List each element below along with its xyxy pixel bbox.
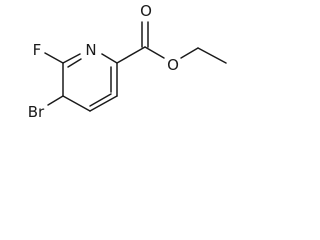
- ester-oxygen-label: O: [167, 56, 179, 74]
- bond-c6-n: [62, 53, 81, 64]
- nitrogen-label: N: [85, 41, 96, 59]
- bond-c3-c4: [89, 95, 118, 112]
- bond-c4-c5: [62, 95, 91, 112]
- carbonyl-oxygen-label: O: [140, 2, 152, 20]
- bonds: [44, 21, 227, 112]
- bond-n-c2: [101, 53, 118, 64]
- bromine-label: Br: [28, 103, 45, 121]
- bond-c5-br: [47, 95, 64, 106]
- bond-c3-c4-inner: [89, 93, 112, 107]
- bond-c6-f: [44, 52, 64, 64]
- bond-ch2-ch3: [197, 47, 227, 64]
- atom-labels: N F Br O O: [28, 2, 179, 121]
- bond-ester-o-ch2: [180, 47, 199, 59]
- bond-c6-n-inner: [67, 58, 82, 68]
- fluorine-label: F: [33, 41, 42, 59]
- chemical-structure: N F Br O O: [28, 2, 227, 121]
- bond-c2-carbonyl: [116, 46, 146, 64]
- bond-carbonyl-ester-o: [144, 46, 165, 59]
